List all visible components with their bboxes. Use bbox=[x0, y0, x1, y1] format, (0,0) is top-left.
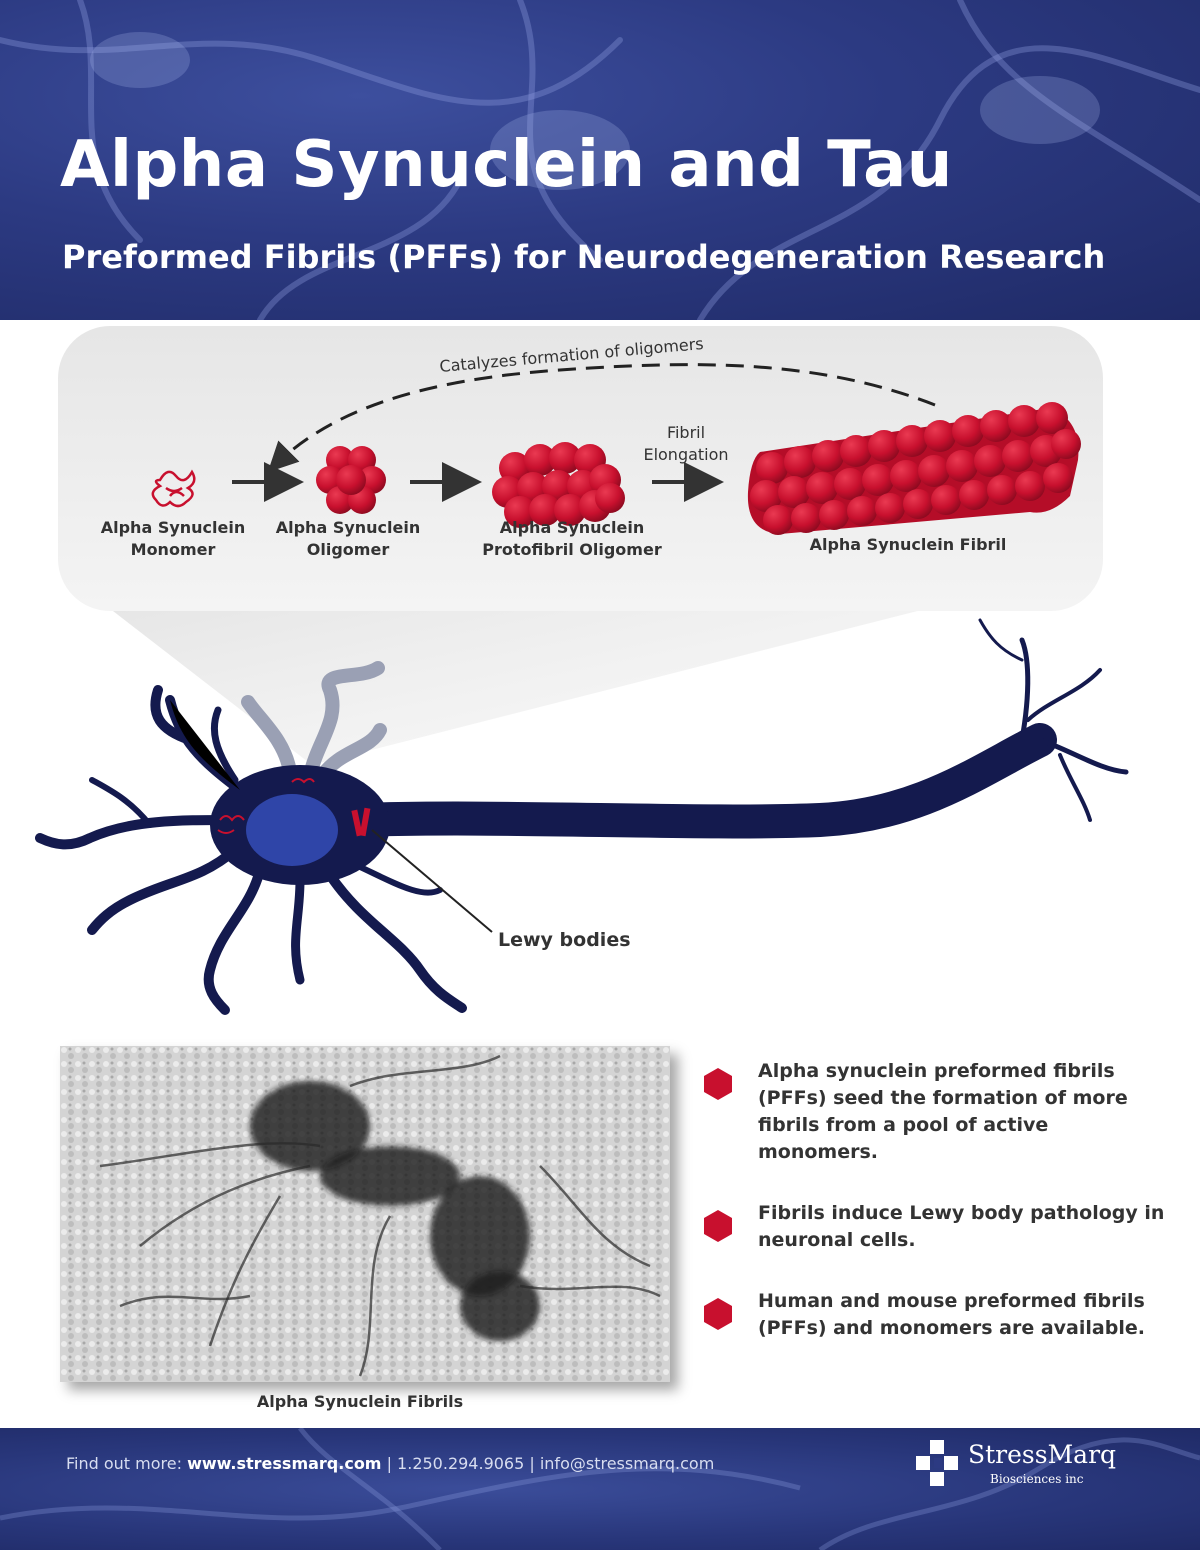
aggregation-diagram: Catalyzes formation of oligomers Fibril … bbox=[35, 326, 1129, 1015]
lewy-pointer-line bbox=[371, 829, 493, 933]
stage-label-oligomer-1: Alpha Synuclein bbox=[276, 518, 421, 537]
website-link[interactable]: www.stressmarq.com bbox=[187, 1454, 382, 1473]
phone-email[interactable]: | 1.250.294.9065 | info@stressmarq.com bbox=[381, 1454, 715, 1473]
elongation-label-line1: Fibril bbox=[667, 423, 705, 442]
oligomer-icon bbox=[316, 446, 386, 514]
elongation-label-line2: Elongation bbox=[643, 445, 728, 464]
logo-name: StressMarq bbox=[968, 1440, 1117, 1469]
stage-label-oligomer-2: Oligomer bbox=[307, 540, 390, 559]
micrograph-caption: Alpha Synuclein Fibrils bbox=[256, 1392, 464, 1411]
logo-subtitle: Biosciences inc bbox=[990, 1472, 1084, 1486]
contact-line: Find out more: www.stressmarq.com | 1.25… bbox=[66, 1454, 714, 1473]
stage-label-monomer-2: Monomer bbox=[131, 540, 216, 559]
footer-background-pattern bbox=[0, 1428, 1200, 1550]
bullet-text: Alpha synuclein preformed fibrils (PFFs)… bbox=[758, 1060, 1128, 1163]
protofibril-icon bbox=[492, 442, 625, 528]
lewy-bodies-label: Lewy bodies bbox=[498, 929, 631, 951]
zoom-cone bbox=[60, 570, 1000, 765]
electron-micrograph bbox=[60, 1046, 670, 1382]
page-subtitle: Preformed Fibrils (PFFs) for Neurodegene… bbox=[62, 238, 1106, 276]
monomer-icon bbox=[151, 469, 196, 508]
bullet-text: Human and mouse preformed fibrils (PFFs)… bbox=[758, 1290, 1145, 1339]
red-hexagon-icon bbox=[704, 1210, 732, 1242]
lewy-body-marker bbox=[351, 807, 371, 837]
bullet-item: Human and mouse preformed fibrils (PFFs)… bbox=[700, 1288, 1170, 1342]
micrograph-image bbox=[60, 1046, 670, 1382]
red-hexagon-icon bbox=[704, 1298, 732, 1330]
footer: Find out more: www.stressmarq.com | 1.25… bbox=[0, 1428, 1200, 1550]
stage-label-protofibril-1: Alpha Synuclein bbox=[500, 518, 645, 537]
stage-label-fibril: Alpha Synuclein Fibril bbox=[810, 535, 1007, 554]
neuron-illustration bbox=[35, 618, 1129, 1015]
catalyze-arrow bbox=[267, 363, 936, 473]
bullet-item: Fibrils induce Lewy body pathology in ne… bbox=[700, 1200, 1170, 1254]
bullet-text: Fibrils induce Lewy body pathology in ne… bbox=[758, 1202, 1165, 1251]
fibril-icon bbox=[747, 402, 1081, 535]
stage-label-monomer-1: Alpha Synuclein bbox=[101, 518, 246, 537]
stage-label-protofibril-2: Protofibril Oligomer bbox=[482, 540, 662, 559]
feature-bullets: Alpha synuclein preformed fibrils (PFFs)… bbox=[700, 1058, 1170, 1376]
bullet-item: Alpha synuclein preformed fibrils (PFFs)… bbox=[700, 1058, 1170, 1166]
neuron-background-pattern bbox=[0, 0, 1200, 320]
stressmarq-logo-icon bbox=[916, 1440, 958, 1486]
contact-prefix: Find out more: bbox=[66, 1454, 188, 1473]
header-banner: Alpha Synuclein and Tau Preformed Fibril… bbox=[0, 0, 1200, 320]
red-hexagon-icon bbox=[704, 1068, 732, 1100]
page-title: Alpha Synuclein and Tau bbox=[60, 128, 953, 202]
nucleus bbox=[246, 794, 338, 866]
